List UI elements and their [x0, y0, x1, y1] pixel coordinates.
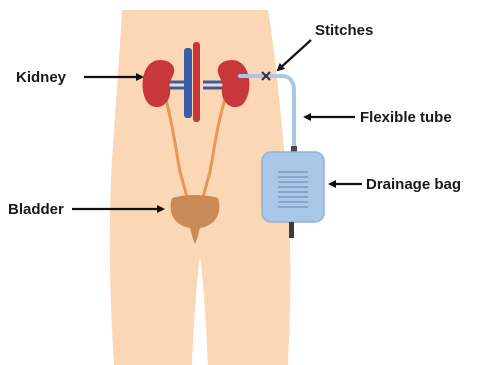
label-drainage-bag: Drainage bag	[366, 176, 461, 193]
label-kidney: Kidney	[16, 69, 67, 86]
bag-outlet	[289, 222, 294, 238]
label-stitches: Stitches	[315, 22, 373, 39]
stitches-arrow	[278, 40, 311, 70]
label-bladder: Bladder	[8, 201, 64, 218]
label-flexible-tube: Flexible tube	[360, 109, 452, 126]
aorta	[193, 42, 200, 122]
